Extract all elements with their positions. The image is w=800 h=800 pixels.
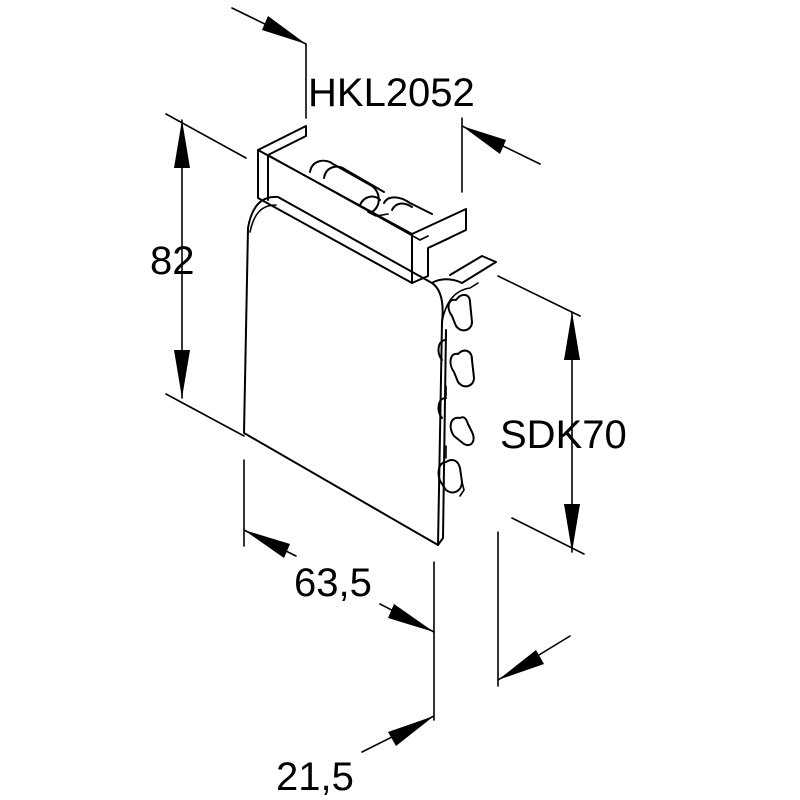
arrow-head: [498, 650, 544, 680]
part-outline: [243, 125, 497, 546]
arrow-head: [388, 716, 434, 746]
arrow-head: [244, 530, 290, 558]
dimension-depth: [361, 531, 571, 753]
arrow-head: [564, 504, 580, 552]
part-number-label: HKL2052: [308, 71, 475, 115]
height-label: 82: [150, 239, 195, 283]
dimension-top: [231, 7, 541, 193]
arrow-head: [388, 604, 434, 632]
arrow-head: [462, 126, 506, 154]
width-label: 63,5: [294, 561, 372, 605]
dimension-width: [243, 459, 435, 721]
dimension-height: [165, 113, 247, 437]
dimension-series-height: [497, 275, 585, 555]
series-label: SDK70: [500, 413, 627, 457]
arrow-head: [174, 120, 190, 168]
arrow-head: [564, 312, 580, 360]
arrow-head: [262, 16, 306, 44]
depth-label: 21,5: [276, 755, 354, 799]
arrow-head: [174, 350, 190, 398]
